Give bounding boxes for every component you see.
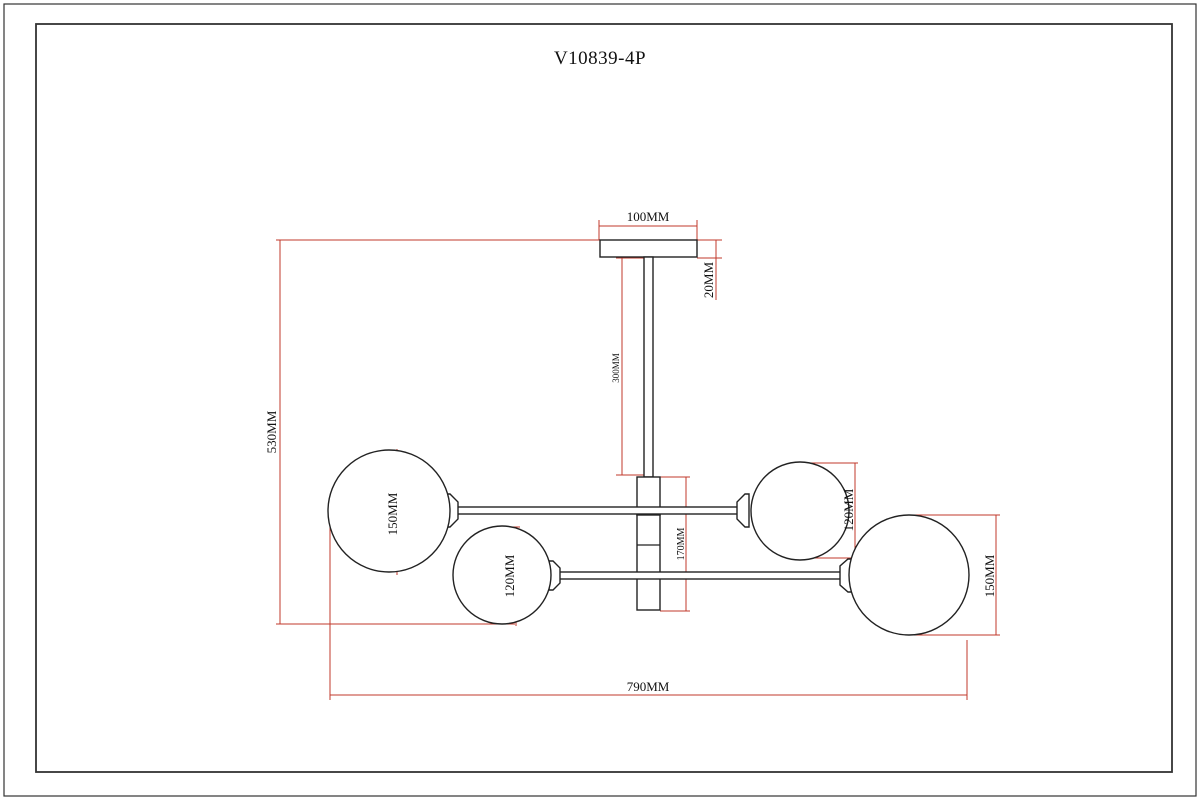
outer-frame	[3, 3, 1197, 797]
total-height-label: 530MM	[264, 410, 279, 453]
inner-frame	[35, 23, 1173, 773]
canopy-width-label: 100MM	[627, 209, 670, 224]
globe-upper-left	[327, 449, 451, 573]
model-title: V10839-4P	[554, 48, 646, 69]
socket-cup-upper-right	[736, 493, 750, 528]
lower-arm	[555, 571, 845, 580]
canopy-plate	[599, 239, 698, 258]
globe-upper-right	[750, 461, 850, 561]
rod-length-label: 300MM	[611, 353, 621, 383]
total-width-label: 790MM	[627, 679, 670, 694]
central-body	[636, 476, 661, 611]
globe-upper-left-label: 150MM	[385, 492, 400, 535]
globe-lower-right	[848, 514, 970, 636]
globe-lower-left-label: 120MM	[502, 554, 517, 597]
canopy-height-label: 20MM	[701, 262, 716, 299]
upper-arm	[455, 506, 739, 515]
globe-lower-left	[452, 525, 552, 625]
globe-lower-right-label: 150MM	[982, 554, 997, 597]
suspension-rod	[643, 256, 654, 478]
globe-upper-right-label: 120MM	[841, 488, 856, 531]
body-height-label: 170MM	[676, 528, 687, 561]
chandelier-fixture	[327, 239, 970, 636]
